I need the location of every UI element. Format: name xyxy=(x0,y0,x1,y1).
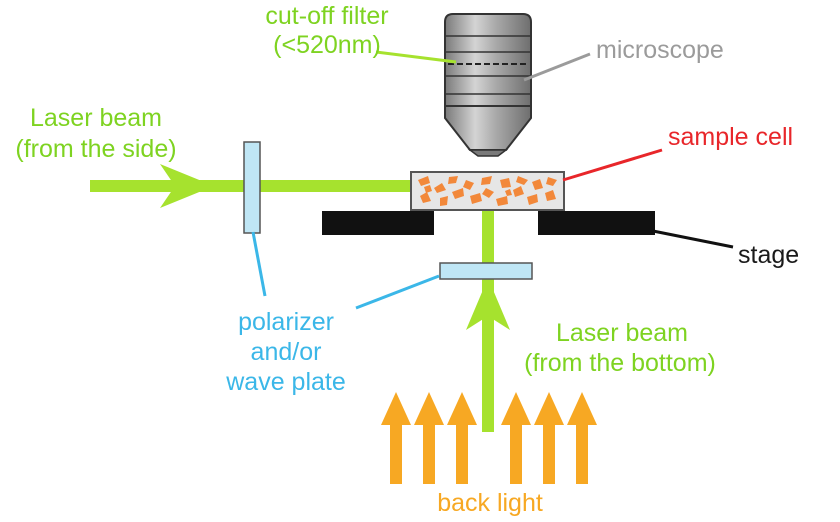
back-light-arrows xyxy=(381,392,597,484)
back-light-arrow xyxy=(381,392,411,484)
stage-left-block xyxy=(322,211,434,235)
back-light-arrow xyxy=(501,392,531,484)
polarizer-label-line3: wave plate xyxy=(225,368,346,396)
sample-particles xyxy=(418,176,557,206)
sample-cell-leader xyxy=(562,148,663,182)
cutoff-filter-wavelength: (<520nm) xyxy=(273,31,381,59)
polarizer-label-line2: and/or xyxy=(251,338,322,366)
microscope-objective xyxy=(444,13,532,157)
back-light-arrow xyxy=(567,392,597,484)
microscope-leader xyxy=(523,52,591,82)
polarizer-label: polarizer xyxy=(238,308,334,336)
cutoff-filter-label: cut-off filter xyxy=(265,2,388,30)
polarizer-bottom-leader xyxy=(355,274,440,310)
cutoff-filter-leader xyxy=(375,50,457,64)
stage-leader xyxy=(652,229,734,249)
stage-right-block xyxy=(538,211,655,235)
laser-bottom-label: Laser beam xyxy=(556,319,688,347)
laser-side-sublabel: (from the side) xyxy=(15,135,176,163)
polarizer-side-leader xyxy=(251,231,267,297)
back-light-arrow xyxy=(447,392,477,484)
polarizer-bottom xyxy=(439,262,533,280)
stage-label: stage xyxy=(738,241,799,269)
sample-cell xyxy=(410,171,565,211)
back-light-label: back light xyxy=(437,489,543,517)
laser-bottom-sublabel: (from the bottom) xyxy=(524,349,716,377)
laser-side-label: Laser beam xyxy=(30,104,162,132)
polarizer-side xyxy=(243,141,261,234)
back-light-arrow xyxy=(534,392,564,484)
laser-beam-bottom xyxy=(466,208,510,432)
microscope-label: microscope xyxy=(596,36,724,64)
back-light-arrow xyxy=(414,392,444,484)
sample-cell-label: sample cell xyxy=(668,123,793,151)
